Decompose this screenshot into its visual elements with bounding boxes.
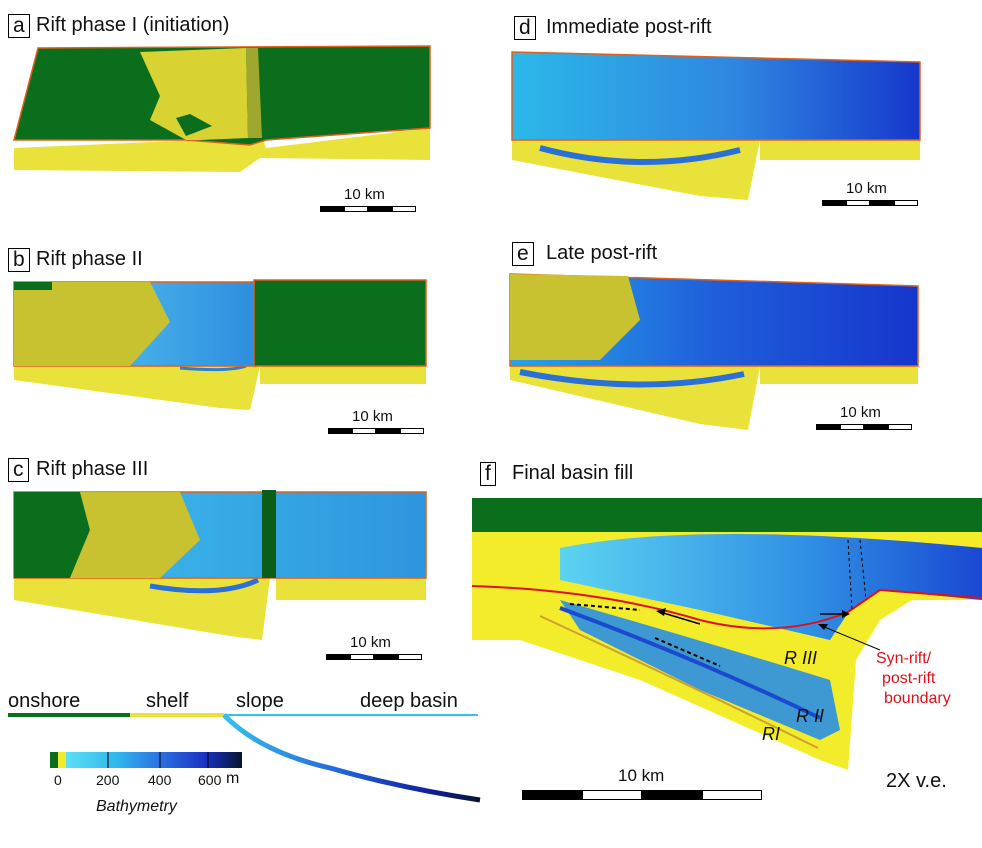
colorbar-unit: m [226, 770, 240, 787]
block-b-sediment [14, 366, 260, 410]
colorbar-label-600: 600 [198, 772, 222, 788]
scale-bar-f-label: 10 km [618, 766, 665, 785]
arrow-right-head [842, 610, 850, 618]
block-e-fill-line [519, 369, 745, 388]
block-c-sediment-right [276, 578, 426, 600]
block-f [471, 498, 982, 770]
block-b-shelf [14, 282, 170, 366]
boundary-label-line1: Syn-rift/ [876, 650, 932, 667]
block-a-fault [246, 48, 262, 138]
block-f-postrift-fill [560, 534, 982, 640]
block-c [13, 490, 427, 640]
block-e [509, 273, 919, 430]
label-r2: R II [796, 706, 825, 726]
colorbar-sediment [58, 752, 66, 768]
block-b [13, 279, 427, 410]
colorbar-label-200: 200 [96, 772, 120, 788]
scale-bar-d-label: 10 km [846, 180, 887, 197]
vertical-exaggeration: 2X v.e. [886, 770, 947, 792]
profile-label-deep-basin: deep basin [360, 690, 458, 712]
profile-label-shelf: shelf [146, 690, 189, 712]
colorbar-caption: Bathymetry [96, 798, 177, 815]
block-a [13, 45, 431, 172]
block-c-ridge [262, 490, 276, 578]
block-d-sediment-right [760, 140, 920, 160]
panel-e-letter: e [512, 242, 534, 266]
scale-bar-b-label: 10 km [352, 408, 393, 425]
panel-f-title: Final basin fill [512, 462, 634, 484]
block-c-shelf [70, 492, 200, 578]
block-f-land-top [472, 498, 982, 532]
panel-d-letter: d [514, 16, 536, 40]
boundary-line [471, 585, 982, 630]
block-c-sediment [14, 578, 270, 640]
profile-slope [222, 713, 481, 803]
panel-e-title: Late post-rift [546, 242, 658, 264]
panel-a-title: Rift phase I (initiation) [36, 14, 230, 36]
panel-a-letter: a [8, 14, 30, 38]
boundary-pointer-head [818, 624, 828, 630]
colorbar-gradient [66, 752, 242, 768]
arrow-left-head [656, 608, 666, 616]
scale-bar-e-label: 10 km [840, 404, 881, 421]
block-e-sediment-right [760, 366, 918, 384]
colorbar-land [50, 752, 58, 768]
scale-bar-a-label: 10 km [344, 186, 385, 203]
colorbar [50, 752, 242, 768]
boundary-label-line3: boundary [884, 690, 951, 707]
dashed-line-lower [654, 637, 721, 667]
profile-label-slope: slope [236, 690, 284, 712]
block-b-sediment-right [260, 366, 426, 384]
block-f-synrift-layer [559, 606, 821, 720]
block-b-fill-line [179, 364, 247, 372]
block-e-shelf [510, 274, 640, 360]
panel-b-title: Rift phase II [36, 248, 143, 270]
label-r1: RI [762, 724, 780, 744]
block-d-surface-water [511, 51, 921, 141]
profile-label-onshore: onshore [8, 690, 81, 712]
boundary-pointer [821, 625, 881, 651]
panel-d-title: Immediate post-rift [546, 16, 712, 38]
panel-c-letter: c [8, 458, 29, 482]
block-d [511, 51, 921, 200]
block-a-sediment [14, 128, 430, 172]
label-r3: R III [784, 648, 818, 668]
block-f-r1-layer [539, 615, 819, 749]
panel-c-title: Rift phase III [36, 458, 149, 480]
boundary-label-line2: post-rift [882, 670, 936, 687]
colorbar-label-0: 0 [54, 772, 62, 788]
profile [8, 713, 481, 803]
block-a-island [176, 114, 212, 136]
fault-dashed [847, 539, 867, 611]
arrow-left [659, 611, 701, 625]
panel-b-letter: b [8, 248, 30, 272]
colorbar-label-400: 400 [148, 772, 172, 788]
block-b-onshore [14, 282, 52, 290]
block-c-onshore [14, 492, 90, 578]
block-c-fill-line [149, 577, 260, 594]
block-b-land [253, 279, 427, 367]
scale-bar-c-label: 10 km [350, 634, 391, 651]
block-d-fill-line [539, 145, 741, 166]
dashed-line-upper [569, 603, 641, 611]
panel-f-letter: f [480, 462, 496, 486]
block-a-shelf-zone [140, 48, 248, 140]
